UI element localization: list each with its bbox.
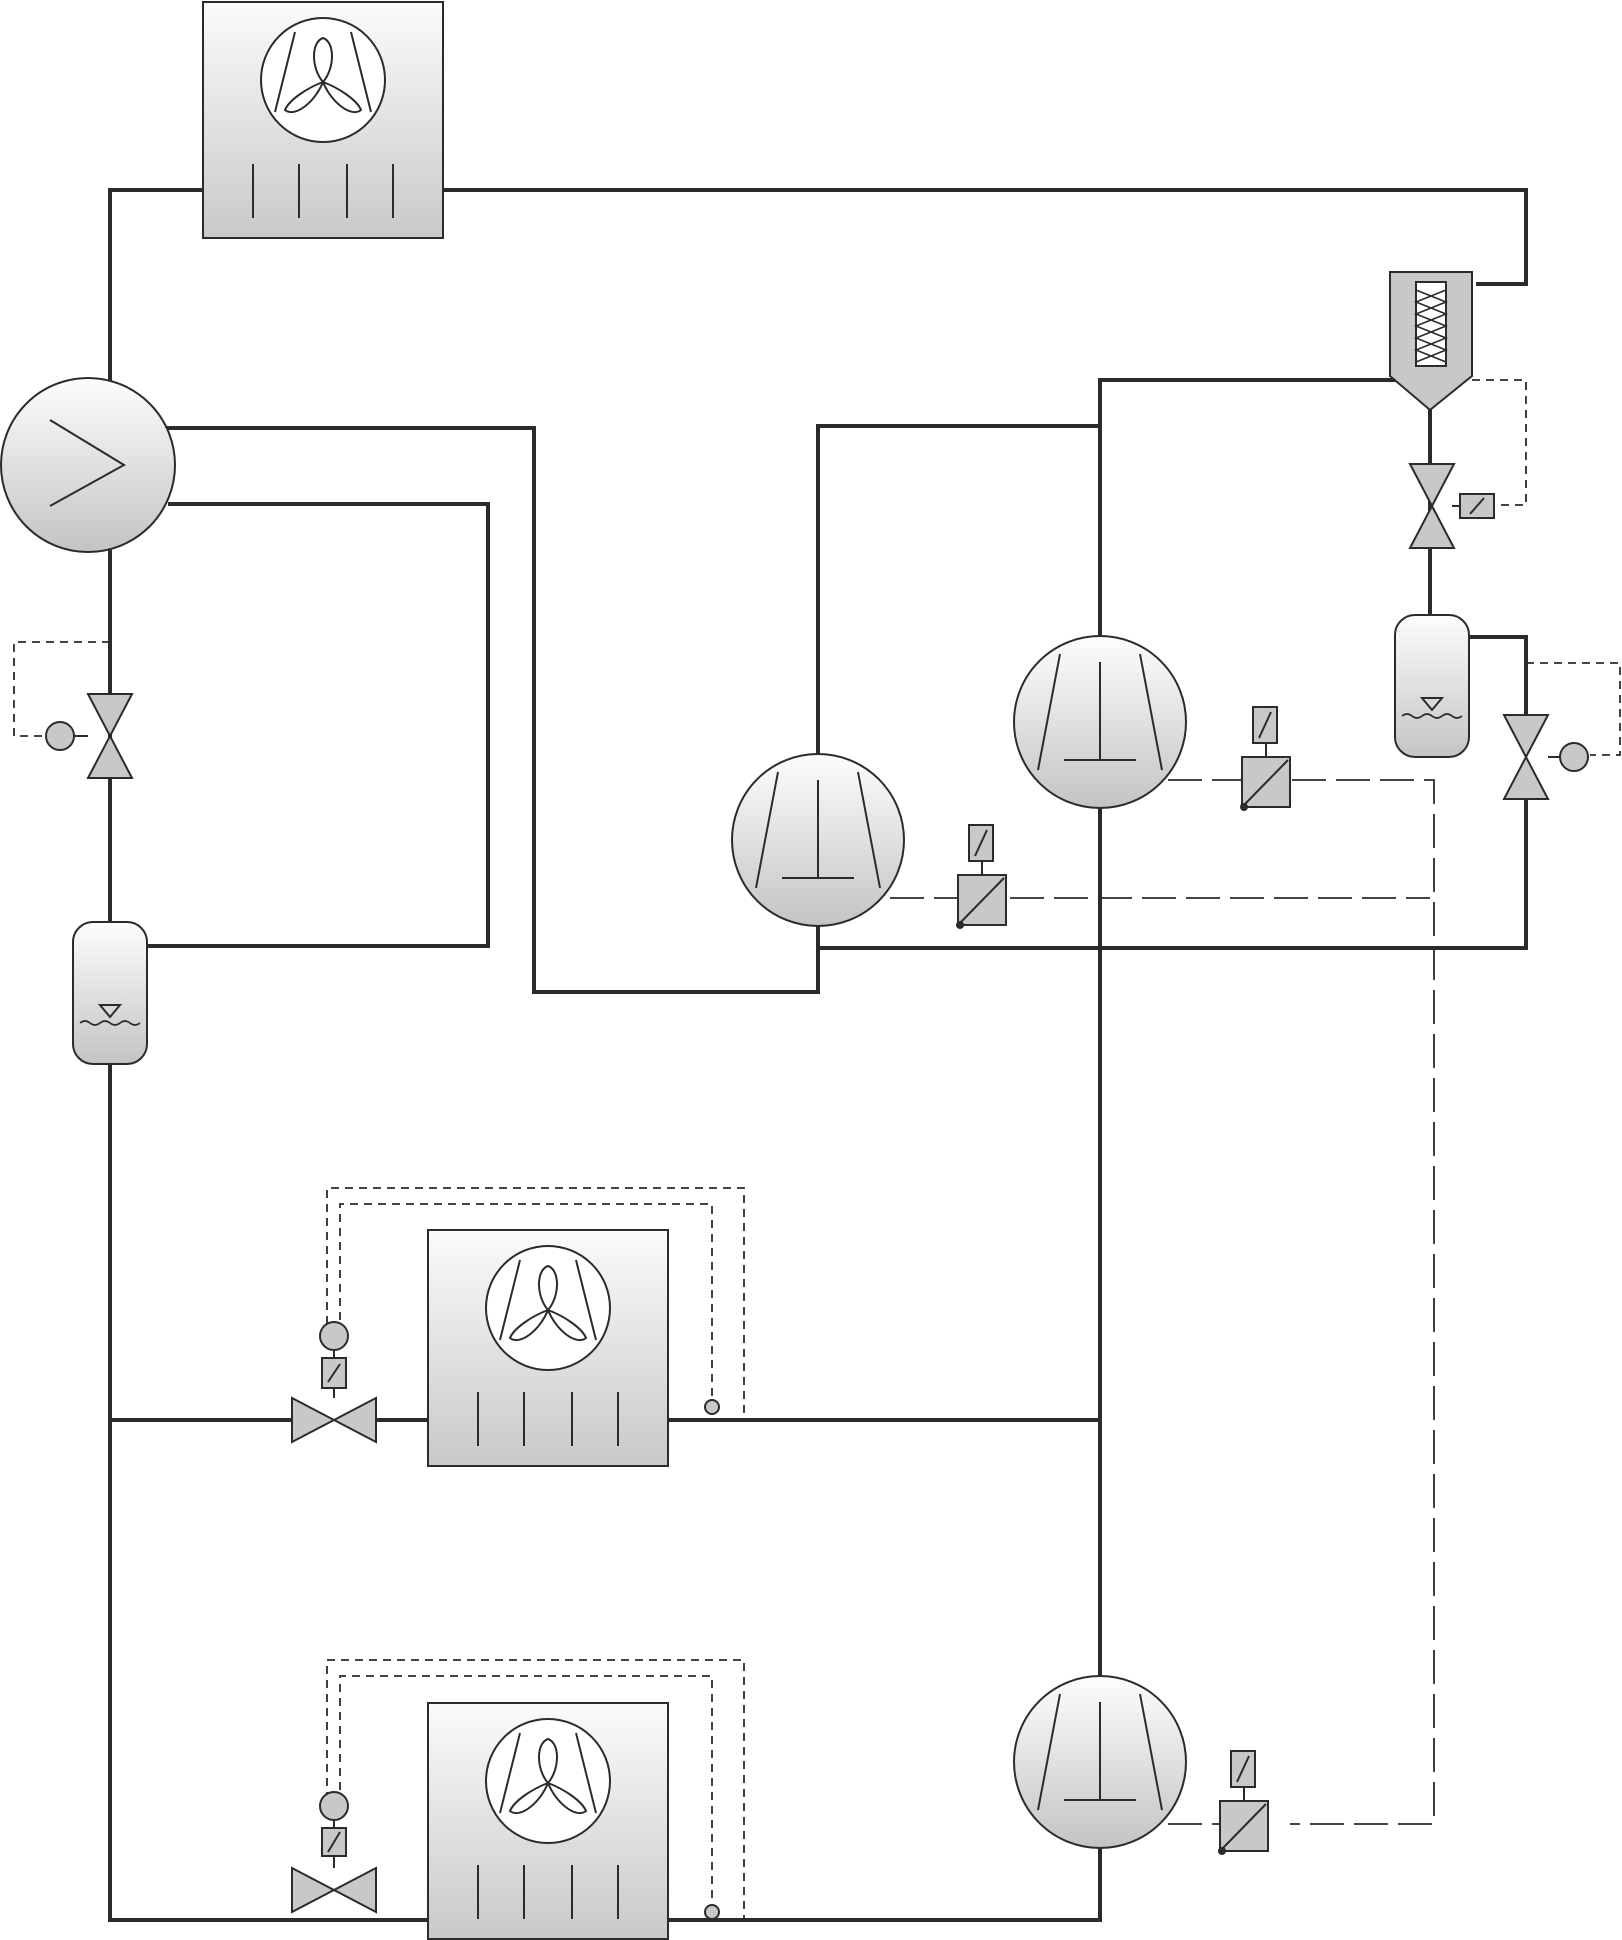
liquid-receiver-left: [72, 921, 148, 1065]
evaporator-fan-unit-2: [427, 1702, 669, 1940]
valve-icon: [1503, 714, 1549, 800]
valve-icon: [291, 1867, 377, 1913]
sensor-bulb-icon: [319, 1791, 349, 1821]
expansion-valve-left: [45, 693, 133, 779]
valve-icon: [87, 693, 133, 779]
solenoid-valve-top-right: [1409, 463, 1495, 549]
pressure-transducer-2: [1239, 706, 1291, 812]
thermostatic-valve-2: [291, 1791, 720, 1920]
pipe-network: [108, 188, 1528, 1922]
sensor-bulb-icon: [45, 721, 75, 751]
evaporator-fan-unit-1: [427, 1229, 669, 1467]
condenser-fan-unit: [202, 1, 444, 239]
control-lines: [13, 379, 1621, 1918]
pressure-transducer-1: [955, 824, 1007, 930]
valve-icon: [291, 1397, 377, 1443]
sensor-bulb-icon: [704, 1399, 720, 1415]
sensor-bulb-icon: [704, 1904, 720, 1920]
sensor-bulb-icon: [1559, 742, 1589, 772]
liquid-receiver-right: [1394, 614, 1470, 758]
compressor-middle: [731, 753, 905, 927]
pressure-transducer-3: [1217, 1750, 1269, 1856]
expansion-valve-right: [1503, 714, 1589, 800]
thermostatic-valve-1: [291, 1321, 720, 1443]
sensor-bulb-icon: [319, 1321, 349, 1351]
filter-icon: [1389, 271, 1473, 412]
compressor-right: [1013, 635, 1187, 809]
compressor-bottom: [1013, 1675, 1187, 1849]
valve-icon: [1409, 463, 1455, 549]
heat-exchanger-icon: [0, 377, 176, 553]
